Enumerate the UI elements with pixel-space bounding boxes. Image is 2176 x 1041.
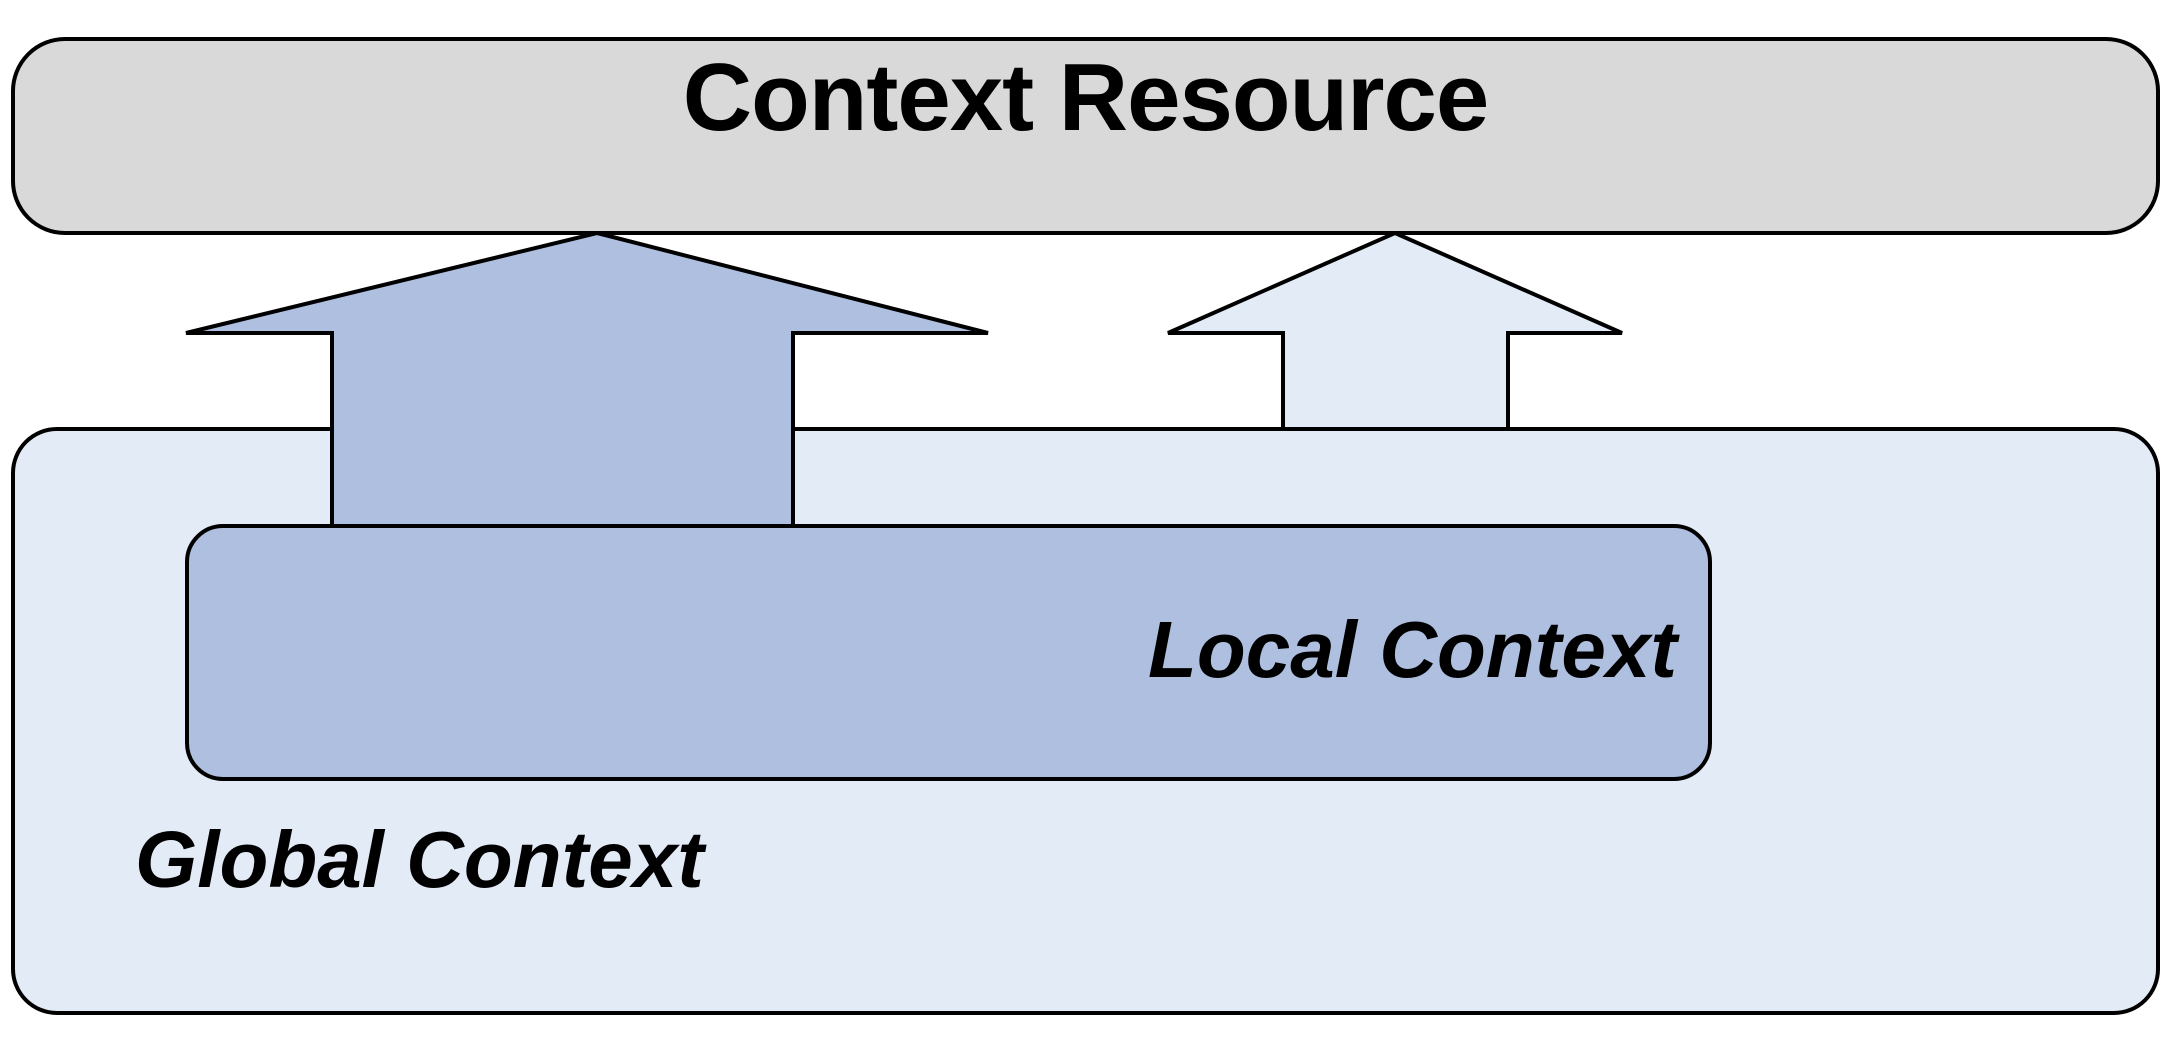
global-context-label: Global Context xyxy=(135,815,704,904)
local-context-label: Local Context xyxy=(1148,605,1677,694)
context-resource-label: Context Resource xyxy=(682,44,1490,151)
context-resource-box[interactable] xyxy=(11,37,2160,235)
local-context-box[interactable] xyxy=(185,524,1712,781)
global-to-context-resource-arrow[interactable] xyxy=(1167,230,1623,431)
